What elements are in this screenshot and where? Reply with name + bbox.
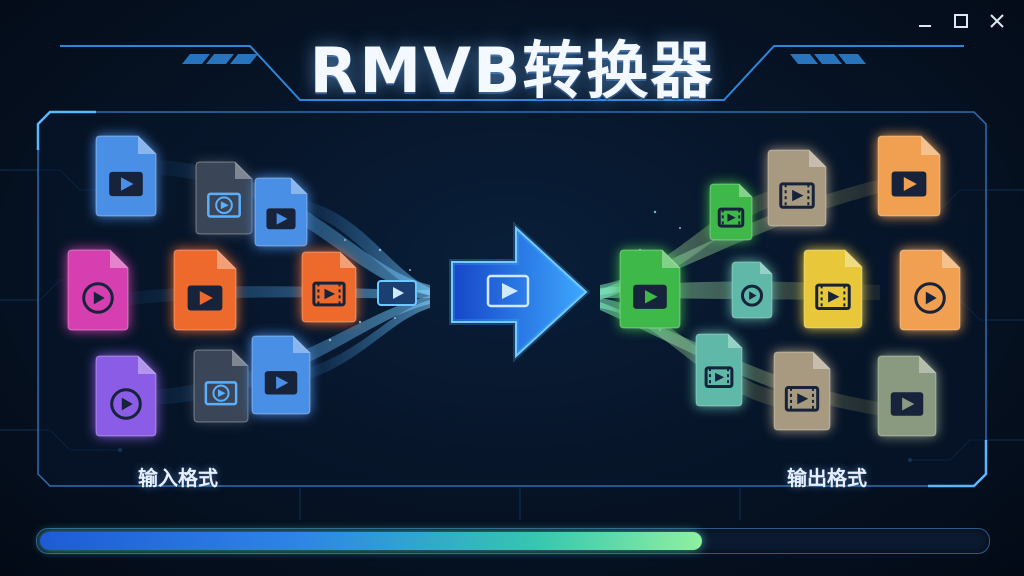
input-file-blue-2-icon bbox=[254, 177, 308, 247]
output-file-sage-icon bbox=[877, 355, 937, 437]
maximize-icon bbox=[954, 14, 968, 28]
conversion-progress-bar bbox=[36, 528, 990, 554]
close-button[interactable] bbox=[984, 8, 1010, 34]
output-format-label: 输出格式 bbox=[787, 466, 867, 490]
input-file-orange-2-icon bbox=[301, 251, 357, 323]
input-file-slate-2-icon bbox=[193, 349, 249, 423]
output-file-peach-1-icon bbox=[877, 135, 941, 217]
close-icon bbox=[990, 14, 1004, 28]
output-file-tan-2-icon bbox=[773, 351, 831, 431]
title-frame bbox=[60, 45, 964, 104]
minimize-button[interactable] bbox=[912, 8, 938, 34]
progress-fill bbox=[40, 532, 702, 550]
window-controls bbox=[912, 8, 1010, 34]
convert-arrow bbox=[449, 221, 591, 363]
output-file-yellow-icon bbox=[803, 249, 863, 329]
input-file-slate-1-icon bbox=[195, 161, 253, 235]
output-file-peach-2-icon bbox=[899, 249, 961, 331]
output-file-tan-1-icon bbox=[767, 149, 827, 227]
input-file-blue-3-icon bbox=[251, 335, 311, 415]
output-file-green-large-icon bbox=[619, 249, 681, 329]
input-file-pink-icon bbox=[67, 249, 129, 331]
input-file-purple-icon bbox=[95, 355, 157, 437]
app-title: RMVB转换器 bbox=[309, 34, 715, 107]
stream-film-icon-left bbox=[377, 280, 417, 306]
input-file-orange-1-icon bbox=[173, 249, 237, 331]
output-file-teal-1-icon bbox=[731, 261, 773, 319]
input-file-blue-1-icon bbox=[95, 135, 157, 217]
input-format-label: 输入格式 bbox=[138, 466, 218, 490]
output-file-green-small-icon bbox=[709, 183, 753, 241]
maximize-button[interactable] bbox=[948, 8, 974, 34]
output-file-teal-2-icon bbox=[695, 333, 743, 407]
minimize-icon bbox=[919, 25, 931, 27]
